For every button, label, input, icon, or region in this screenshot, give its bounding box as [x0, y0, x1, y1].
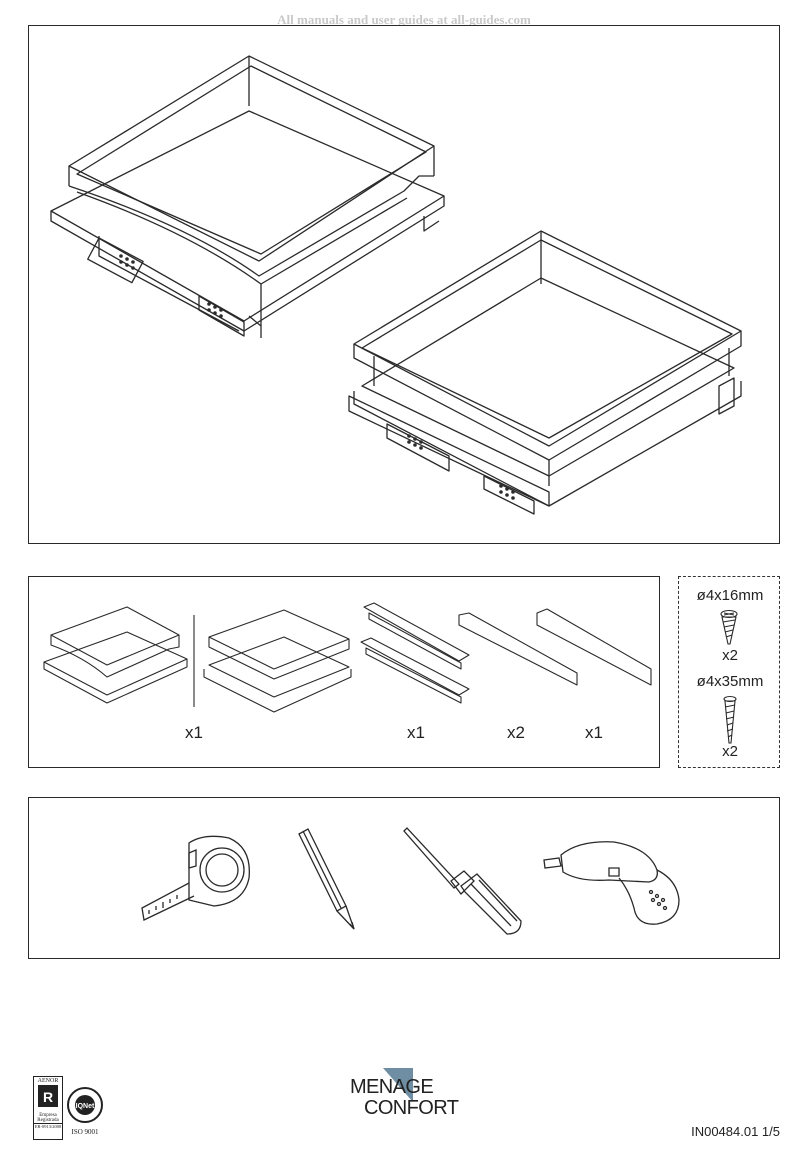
aenor-certification-logo: AENOR R Empresa Registrada ER-0913/2008	[33, 1076, 63, 1140]
pencil-icon	[298, 828, 355, 930]
quantity-rear-bracket: x1	[585, 723, 603, 742]
part-basket-curved	[43, 606, 188, 704]
tools-panel	[28, 797, 780, 959]
watermark: All manuals and user guides at all-guide…	[277, 12, 531, 27]
screw-short-size: ø4x16mm	[696, 587, 764, 604]
basket-straight-front	[348, 230, 742, 515]
brand-name-line1: MENAGE	[350, 1076, 434, 1098]
quantity-brackets: x2	[507, 723, 525, 742]
iqnet-certification-logo: IQNet	[67, 1087, 103, 1123]
document-code: IN00484.01 1/5	[691, 1124, 780, 1139]
screwdriver-icon	[403, 827, 522, 935]
parts-drawings	[43, 602, 652, 713]
part-basket-straight	[203, 609, 352, 713]
aenor-label: AENOR	[37, 1078, 59, 1084]
quantity-slides: x1	[407, 723, 425, 742]
screw-long-icon	[723, 695, 737, 744]
basket-curved-front	[50, 55, 445, 338]
part-mounting-bracket	[458, 612, 578, 686]
iqnet-label: IQNet	[76, 1103, 95, 1110]
menage-confort-triangle-logo	[383, 1068, 413, 1102]
screw-long-size: ø4x35mm	[696, 673, 764, 690]
er-mark-icon: R	[38, 1085, 58, 1107]
screw-short-qty: x2	[722, 647, 738, 664]
basket-illustrations	[50, 55, 742, 515]
svg-text:R: R	[43, 1089, 53, 1105]
power-drill-icon	[543, 841, 680, 925]
hero-illustration-panel	[28, 25, 780, 544]
tape-measure-icon	[141, 835, 250, 921]
screw-long-qty: x2	[722, 743, 738, 760]
er-caption: Empresa Registrada	[37, 1113, 59, 1123]
screw-short-icon	[720, 609, 738, 645]
parts-list-panel: x1 x1 x2 x1	[28, 576, 660, 768]
er-number: ER-0913/2008	[34, 1123, 62, 1129]
part-drawer-slides	[360, 602, 470, 704]
brand-name-line2: CONFORT	[364, 1097, 459, 1119]
iso-label: ISO 9001	[71, 1128, 99, 1136]
part-rear-bracket	[536, 608, 652, 686]
screws-panel: ø4x16mm x2 ø4x35mm x2	[678, 576, 780, 768]
quantity-baskets: x1	[185, 723, 203, 742]
